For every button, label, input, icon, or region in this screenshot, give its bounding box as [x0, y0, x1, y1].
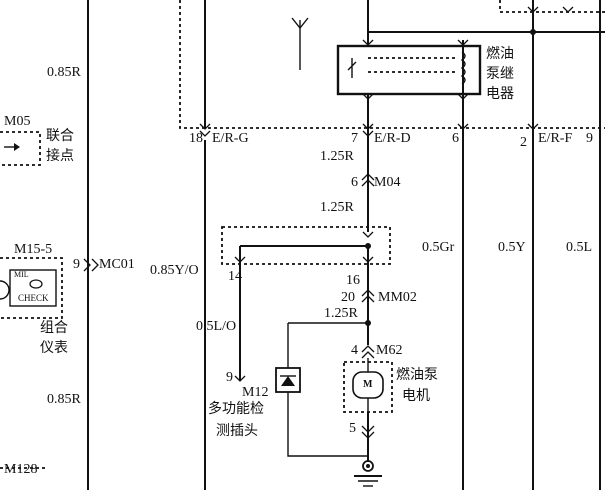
antenna-icon: [291, 17, 309, 30]
pin5-label: 5: [349, 421, 356, 436]
mm02-pin: 20: [341, 290, 355, 305]
m12-label: M12: [242, 385, 269, 400]
fuel-pump-relay-box: [336, 44, 482, 96]
diag-plug-label-line2: 测插头: [216, 423, 258, 439]
wire-label-085r-bottom: 0.85R: [47, 392, 81, 407]
mil-label: MIL: [14, 270, 29, 279]
mm02-connector-icon: [361, 295, 375, 303]
m128-label: M128: [4, 462, 38, 477]
wire-label-05y: 0.5Y: [498, 240, 526, 255]
m04-label: M04: [374, 175, 401, 190]
m05-joint-box: [0, 131, 41, 166]
pin18-label: 18: [189, 131, 203, 146]
top-connector-icon-533: [527, 6, 539, 13]
pin2-connector-icon: [527, 123, 539, 130]
mc01-connector-icon: [83, 258, 91, 272]
lamp-icon: [0, 280, 10, 300]
m12-connector-icon: [234, 375, 246, 382]
er-g-label: E/R-G: [212, 131, 249, 146]
pin14-connector-icon: [234, 256, 246, 263]
relay-label-line1: 燃油: [486, 46, 514, 62]
engine-check-icon: [29, 279, 43, 289]
pin7-label: 7: [351, 131, 358, 146]
pin2-label: 2: [520, 135, 527, 150]
wire-label-05gr: 0.5Gr: [422, 240, 455, 255]
relay-label-line2: 泵继: [486, 66, 514, 82]
mc01-label: MC01: [99, 257, 135, 272]
check-label: CHECK: [18, 293, 49, 303]
combo-meter-label-line2: 仪表: [40, 340, 68, 356]
m62-connector-icon-2: [361, 345, 375, 353]
combo-meter-label-line1: 组合: [40, 320, 68, 336]
wire-label-125r-b: 1.25R: [320, 200, 354, 215]
relay-top-connector-icon: [362, 39, 374, 46]
mil-lamp-frame: [9, 269, 57, 307]
relay-coil-connector-icon: [457, 39, 469, 46]
harness-boundary: [179, 0, 605, 129]
top-connector-icon-568: [562, 6, 574, 13]
wire-label-125r-a: 1.25R: [320, 149, 354, 164]
relay-coil-bottom-connector-icon: [457, 93, 469, 100]
mm02-connector-icon-2: [361, 289, 375, 297]
m12-pin: 9: [226, 370, 233, 385]
pin16-connector-icon: [362, 256, 374, 263]
m62-label: M62: [376, 343, 403, 358]
m04-connector-icon-2: [361, 173, 375, 181]
joint-label-line1: 联合: [46, 128, 74, 144]
relay-switch-icon: [347, 58, 357, 78]
pin5-connector-icon: [361, 425, 375, 433]
mm02-top-connector-icon: [362, 231, 374, 238]
wire-label-05l: 0.5L: [566, 240, 593, 255]
pin14-label: 14: [228, 269, 242, 284]
pin18-connector-icon-2: [199, 130, 211, 137]
wire-label-085yo: 0.85Y/O: [150, 263, 199, 278]
wire-label-125r-c: 1.25R: [324, 306, 358, 321]
wire-diag-ground: [287, 392, 368, 457]
ground-icon: [362, 460, 374, 472]
diode-icon: [281, 376, 295, 386]
mm02-label: MM02: [378, 290, 417, 305]
mc01-pin: 9: [73, 257, 80, 272]
wire-label-05lo: 0.5L/O: [196, 319, 237, 334]
pin9-label: 9: [586, 131, 593, 146]
fuel-pump-motor-box: [343, 361, 393, 413]
pin16-label: 16: [346, 273, 360, 288]
pin6-label: 6: [452, 131, 459, 146]
mc01-connector-icon-2: [91, 258, 99, 272]
er-f-label: E/R-F: [538, 131, 573, 146]
relay-bottom-connector-icon: [362, 93, 374, 100]
m62-connector-icon: [361, 351, 375, 359]
pin6-connector-icon: [457, 123, 469, 130]
m62-pin: 4: [351, 343, 358, 358]
m04-pin: 6: [351, 175, 358, 190]
diag-plug-label-line1: 多功能检: [208, 401, 264, 417]
m15-5-label: M15-5: [14, 242, 53, 257]
m05-label: M05: [4, 114, 31, 129]
relay-label-line3: 电器: [486, 86, 514, 102]
combo-meter-box: [0, 257, 63, 319]
mm02-connector-box: [221, 226, 391, 265]
pin5-connector-icon-2: [361, 431, 375, 439]
m05-arrow-icon: [14, 143, 20, 151]
pin7-connector-icon-2: [362, 130, 374, 137]
er-d-label: E/R-D: [374, 131, 411, 146]
ground-icon-center: [366, 464, 370, 468]
pump-label-line1: 燃油泵: [396, 367, 438, 383]
motor-m-label: M: [363, 379, 373, 390]
pin7-connector-icon: [362, 123, 374, 130]
pin18-connector-icon: [199, 123, 211, 130]
joint-label-line2: 接点: [46, 148, 74, 164]
pump-label-line2: 电机: [402, 388, 430, 404]
wire-label-085r-top: 0.85R: [47, 65, 81, 80]
m04-connector-icon: [361, 179, 375, 187]
top-right-box: [499, 0, 605, 13]
